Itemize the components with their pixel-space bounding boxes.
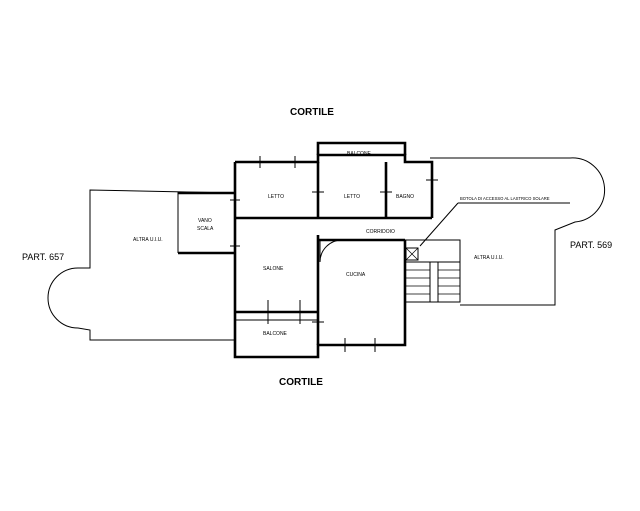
altra-uiu-right-label: ALTRA U.I.U.: [474, 255, 504, 261]
letto-1-label: LETTO: [268, 194, 284, 200]
right-property-outline: [430, 157, 606, 306]
cortile-bottom-label: CORTILE: [279, 377, 323, 388]
letto-2-label: LETTO: [344, 194, 360, 200]
part-657-label: PART. 657: [22, 252, 64, 262]
left-property-outline: [47, 189, 236, 341]
stairwell: [404, 239, 461, 303]
salone-label: SALONE: [263, 266, 284, 272]
cortile-top-label: CORTILE: [290, 107, 334, 118]
scala-label: SCALA: [197, 226, 214, 232]
corridoio-label: CORRIDOIO: [366, 229, 395, 235]
vano-label: VANO: [198, 218, 212, 224]
apartment-walls: [178, 141, 434, 359]
botola-leader: [419, 202, 570, 247]
cucina-label: CUCINA: [346, 272, 366, 278]
door-swing: [319, 239, 343, 263]
botola-label: BOTOLA DI ACCESSO AL LASTRICO SOLARE: [460, 196, 550, 201]
balcone-bottom-label: BALCONE: [263, 331, 288, 337]
bagno-label: BAGNO: [396, 194, 414, 200]
balcone-top-label: BALCONE: [347, 151, 372, 157]
opening-marks: [230, 156, 438, 352]
altra-uiu-left-label: ALTRA U.I.U.: [133, 237, 163, 243]
part-569-label: PART. 569: [570, 240, 612, 250]
plan-labels: CORTILE CORTILE PART. 657 PART. 569 ALTR…: [22, 107, 612, 388]
